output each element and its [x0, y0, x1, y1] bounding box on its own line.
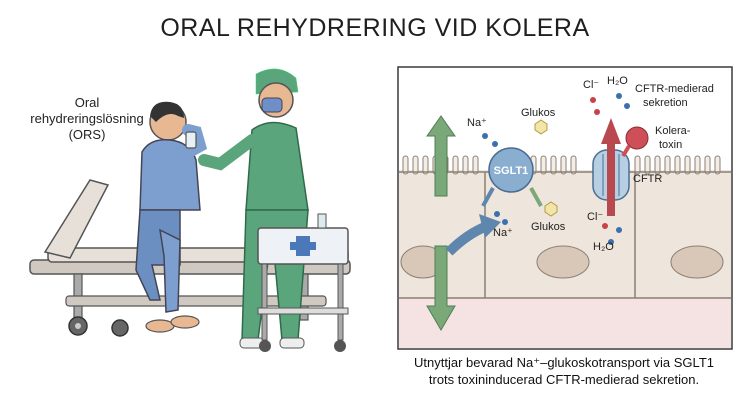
- sodium-ion: [502, 219, 508, 225]
- cftr-label: CFTR: [633, 173, 662, 185]
- hospital-bed: [29, 179, 351, 337]
- nuclei: [400, 245, 724, 279]
- glukos-bottom-label: Glukos: [531, 221, 566, 233]
- cftr-secretion-label: CFTR-medierad: [635, 83, 714, 95]
- cell-diagram: SGLT1 Na⁺ Glukos Na⁺ Glukos Cl⁻ H₂O CFTR…: [397, 66, 733, 350]
- h2o-bottom-label: H₂O: [593, 241, 614, 253]
- cholera-toxin-label: toxin: [659, 139, 682, 151]
- water-molecule: [616, 227, 622, 233]
- ors-label: Oral rehydreringslösning (ORS): [22, 95, 152, 143]
- patient-figure: [135, 101, 208, 333]
- ors-label-line: rehydreringslösning: [30, 111, 144, 126]
- scene-illustration: [29, 68, 351, 352]
- cl-top-label: Cl⁻: [583, 79, 599, 91]
- caption-line: Utnyttjar bevarad Na⁺–glukoskotransport …: [414, 355, 714, 370]
- chloride-ion: [602, 223, 608, 229]
- sodium-ion: [494, 211, 500, 217]
- secretion-arrow: [601, 118, 621, 216]
- sodium-ion: [492, 141, 498, 147]
- na-top-label: Na⁺: [467, 117, 487, 129]
- absorption-arrowhead: [479, 214, 501, 238]
- na-bottom-label: Na⁺: [493, 227, 513, 239]
- glucose-molecule: [544, 201, 558, 217]
- water-molecule: [616, 93, 622, 99]
- cftr-secretion-label: sekretion: [643, 97, 688, 109]
- h2o-top-label: H₂O: [607, 75, 628, 87]
- chloride-ion: [594, 109, 600, 115]
- sglt1-transporter: [488, 147, 534, 193]
- water-molecule: [624, 103, 630, 109]
- chloride-ion: [590, 97, 596, 103]
- diagram-caption: Utnyttjar bevarad Na⁺–glukoskotransport …: [398, 354, 730, 388]
- water-molecule: [608, 239, 614, 245]
- glukos-top-label: Glukos: [521, 107, 556, 119]
- water-absorption-arrow: [426, 115, 456, 331]
- cholera-toxin-label: Kolera-: [655, 125, 691, 137]
- ors-label-line: (ORS): [68, 127, 106, 142]
- cholera-toxin: [625, 126, 649, 150]
- page-title: ORAL REHYDRERING VID KOLERA: [160, 14, 590, 42]
- cl-bottom-label: Cl⁻: [587, 211, 603, 223]
- sglt1-label: SGLT1: [494, 165, 529, 177]
- medical-cart: [257, 213, 349, 352]
- sodium-ion: [482, 133, 488, 139]
- glucose-molecule: [534, 119, 548, 135]
- caption-line: trots toxininducerad CFTR-medierad sekre…: [428, 372, 700, 387]
- ors-label-line: Oral: [74, 95, 100, 110]
